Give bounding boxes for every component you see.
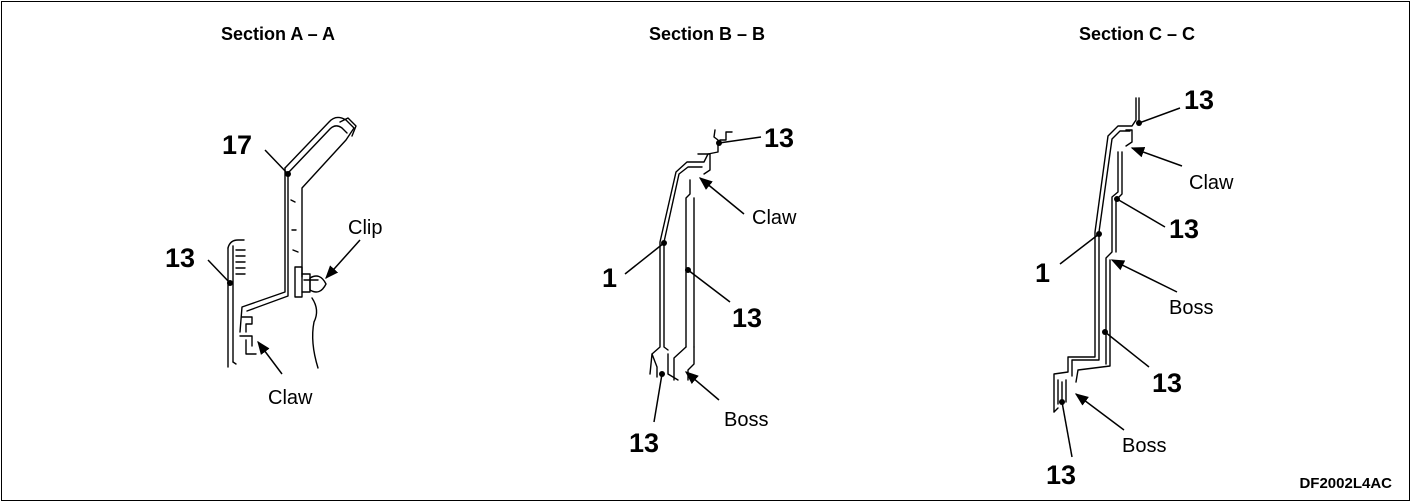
- label-c-boss-bot: Boss: [1122, 435, 1166, 457]
- part-13-panel: [227, 239, 246, 368]
- label-c-13-top: 13: [1184, 85, 1214, 115]
- label-c-claw: Claw: [1189, 172, 1234, 194]
- section-c-drawing: 13 Claw 13 1 Boss 13 Boss 13: [1035, 85, 1234, 490]
- label-c-13-bot: 13: [1046, 460, 1076, 490]
- label-a-17: 17: [222, 130, 252, 160]
- label-b-13-mid: 13: [732, 303, 762, 333]
- section-c-title: Section C – C: [1079, 24, 1195, 44]
- section-a-title: Section A – A: [221, 24, 335, 44]
- part-17-garnish: [239, 116, 357, 355]
- label-c-1: 1: [1035, 258, 1050, 288]
- part-13-c-panel: [1053, 129, 1133, 413]
- clip-and-body: [309, 275, 327, 369]
- part-1-trim: [649, 129, 733, 378]
- section-a-drawing: 17 13 Clip Claw: [165, 116, 382, 409]
- part-1-c-trim: [1053, 97, 1140, 413]
- label-b-1: 1: [602, 263, 617, 293]
- label-c-boss-mid: Boss: [1169, 297, 1213, 319]
- figure-code: DF2002L4AC: [1299, 475, 1392, 492]
- label-c-13-lower: 13: [1152, 368, 1182, 398]
- section-b-drawing: 13 Claw 1 13 13 Boss: [602, 123, 797, 458]
- label-a-clip: Clip: [348, 217, 382, 239]
- label-a-13: 13: [165, 243, 195, 273]
- section-b-title: Section B – B: [649, 24, 765, 44]
- label-b-claw: Claw: [752, 207, 797, 229]
- label-b-boss: Boss: [724, 409, 768, 431]
- label-a-claw: Claw: [268, 387, 313, 409]
- part-13-b-panel: [667, 153, 711, 381]
- label-b-13-top: 13: [764, 123, 794, 153]
- label-c-13-upper: 13: [1169, 214, 1199, 244]
- label-b-13-bot: 13: [629, 428, 659, 458]
